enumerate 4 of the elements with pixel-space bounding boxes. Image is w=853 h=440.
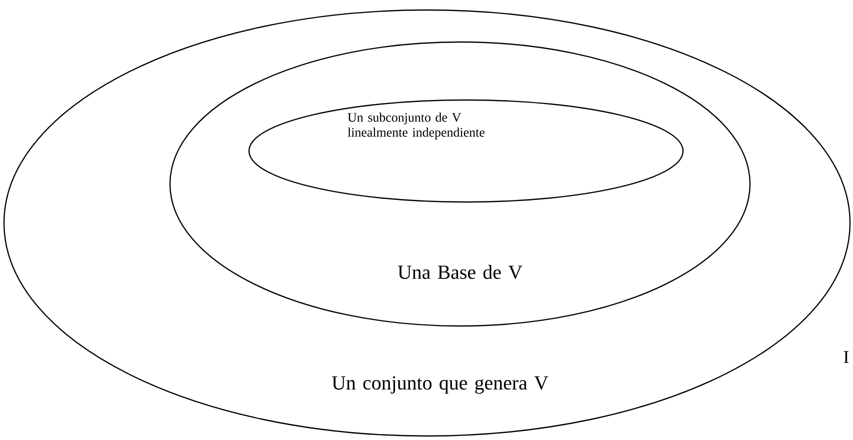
ellipse-label: Un subconjunto de V linealmente independiente	[348, 112, 484, 140]
letter-fragment: I	[844, 351, 849, 363]
ellipse-label: Un conjunto que genera V	[332, 376, 548, 394]
ellipse-label: Una Base de V	[398, 264, 522, 280]
